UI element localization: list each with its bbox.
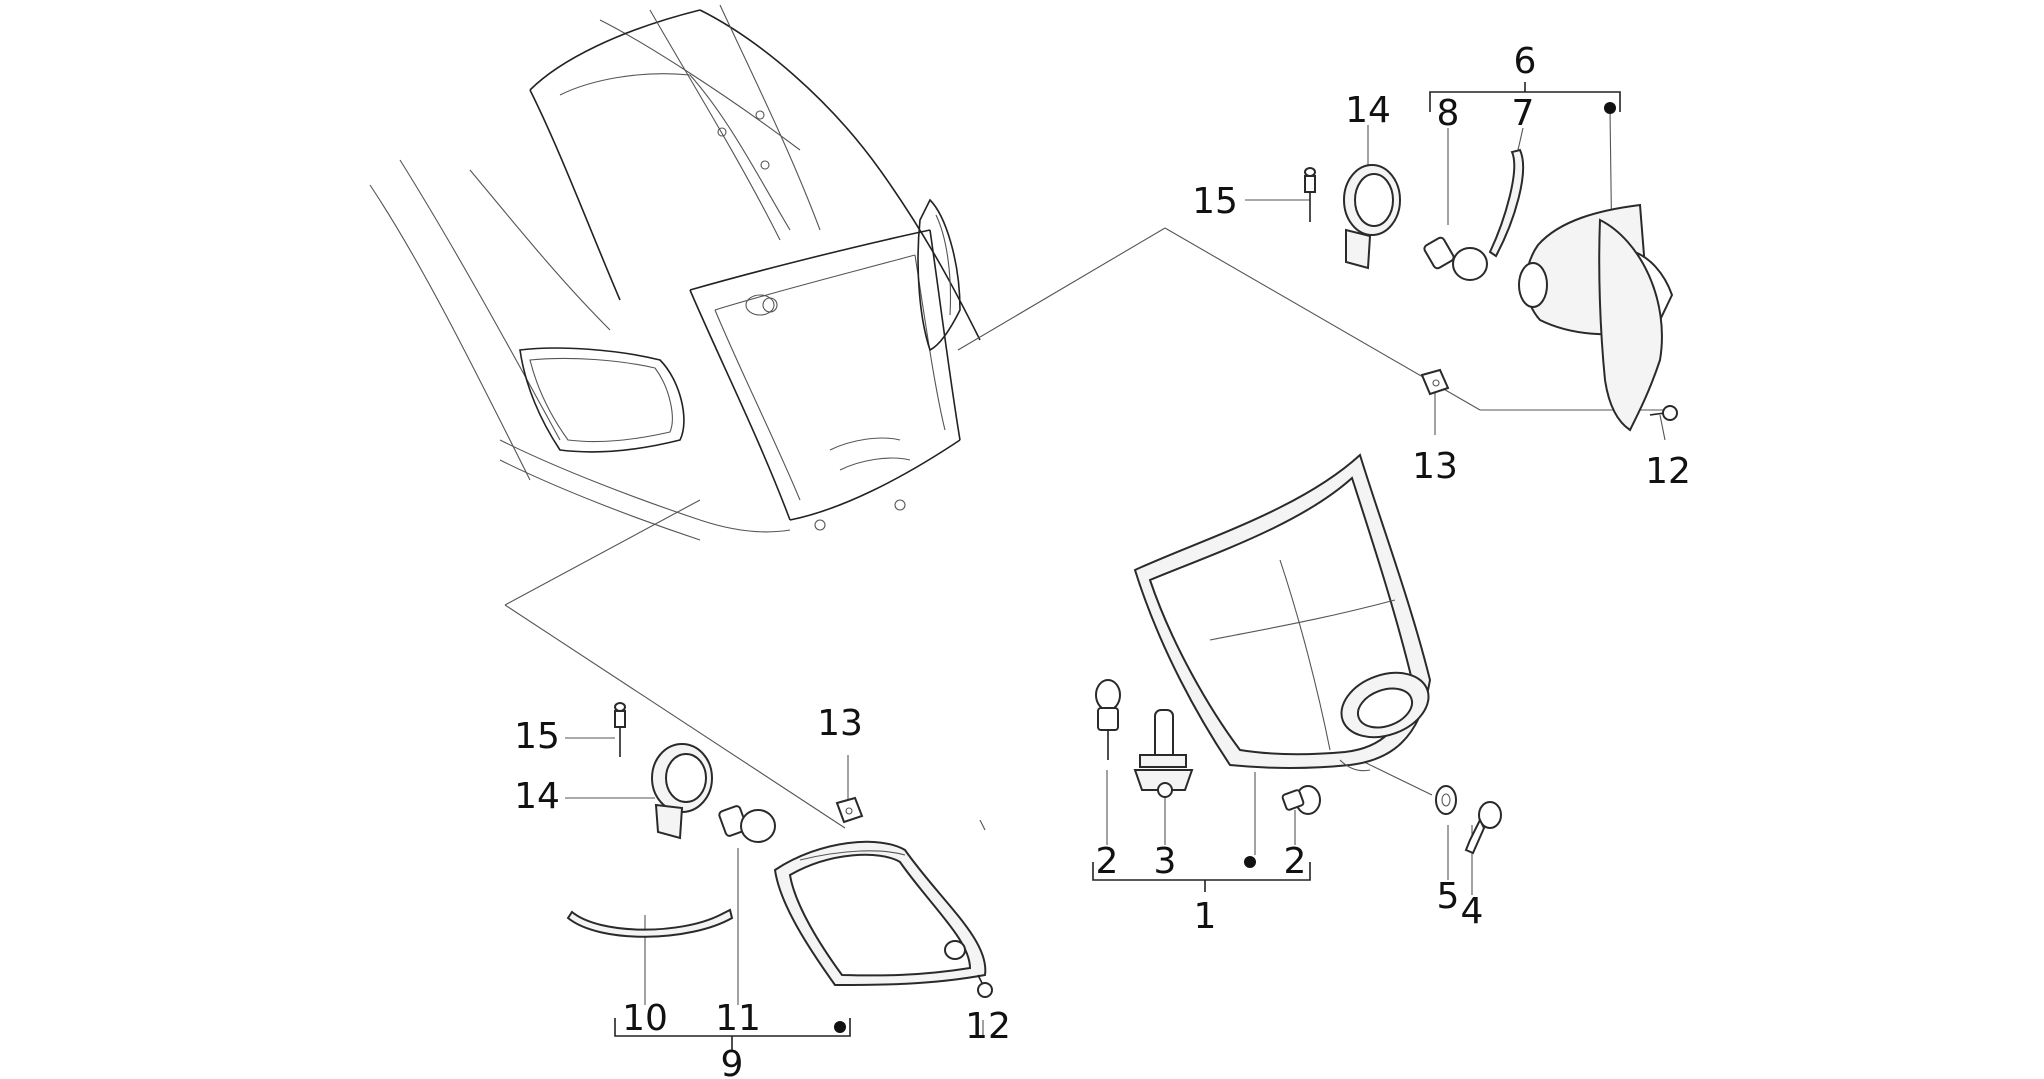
rivet-upper	[1304, 167, 1316, 222]
tail-light-housing	[1133, 453, 1432, 772]
callout-dot-group-6	[1604, 102, 1616, 114]
screw-lower	[977, 974, 993, 998]
callout-14-upper: 14	[1345, 90, 1391, 131]
gasket-lower	[566, 908, 734, 938]
callout-dot-group-1	[1244, 856, 1256, 868]
leader-lines	[504, 82, 1670, 1050]
clip-lower	[835, 796, 864, 824]
left-indicator-assembly	[773, 840, 987, 987]
bulb-small-right	[1281, 785, 1321, 815]
callout-3: 3	[1154, 841, 1177, 882]
callout-5: 5	[1437, 876, 1460, 917]
callout-14-lower: 14	[514, 776, 560, 817]
callout-12-upper: 12	[1645, 451, 1691, 492]
callout-1: 1	[1194, 896, 1217, 937]
callout-15-upper: 15	[1192, 181, 1238, 222]
callout-10: 10	[622, 998, 668, 1039]
callout-13-upper: 13	[1412, 446, 1458, 487]
bulb-socket-lower	[651, 743, 713, 840]
callout-7: 7	[1512, 93, 1535, 134]
callout-dot-group-9	[834, 1021, 846, 1033]
bulb-socket-upper	[1343, 164, 1401, 270]
right-indicator-assembly	[1518, 203, 1674, 432]
callout-9: 9	[721, 1044, 744, 1079]
callout-6: 6	[1514, 41, 1537, 82]
callout-11: 11	[715, 998, 761, 1039]
washer	[1435, 785, 1457, 815]
bulb-upper	[1423, 236, 1488, 281]
callout-12-lower: 12	[965, 1006, 1011, 1047]
callout-15-lower: 15	[514, 716, 560, 757]
callout-13-lower: 13	[817, 703, 863, 744]
gasket-upper	[1488, 148, 1525, 258]
halogen-bulb	[1133, 709, 1194, 798]
clip-upper	[1420, 368, 1450, 396]
rivet-lower	[614, 702, 626, 757]
callout-8: 8	[1437, 93, 1460, 134]
scooter-rear-body	[369, 4, 981, 541]
bulb-lower	[718, 805, 776, 843]
callout-2-right: 2	[1284, 841, 1307, 882]
callout-2-left: 2	[1096, 841, 1119, 882]
callout-4: 4	[1461, 891, 1484, 932]
bulb-small-left	[1095, 679, 1121, 760]
screw-upper	[1649, 405, 1678, 421]
mounting-screw	[1464, 801, 1502, 855]
